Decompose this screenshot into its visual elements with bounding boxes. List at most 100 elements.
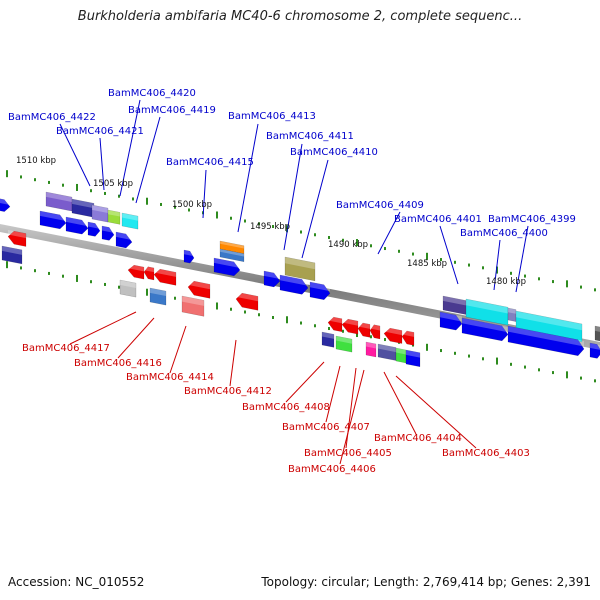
gene-feature [369,324,381,340]
leader-line [493,239,501,291]
gc-dot [314,324,316,328]
gene-feature [39,210,67,230]
gc-dot [62,183,64,187]
gc-dot [552,371,554,375]
gene-label-top: BamMC406_4420 [108,88,196,99]
gc-dot [482,357,484,361]
leader-line [119,99,141,197]
leader-line [135,116,161,204]
gene-label-bottom: BamMC406_4405 [304,448,392,459]
gc-dot [104,191,106,195]
gene-feature [0,198,11,212]
gene-feature [91,204,109,223]
gene-feature [119,279,137,298]
gc-dot [216,302,218,310]
gc-dot [244,219,246,223]
gene-label-top: BamMC406_4411 [266,131,354,142]
gene-highlight [443,296,467,306]
gene-highlight [220,249,244,257]
gene-highlight [188,280,210,290]
leader-line [339,369,365,465]
leader-line [515,225,529,293]
gene-feature [187,280,211,299]
gc-dot [132,197,134,201]
gc-dot [104,282,106,286]
gene-highlight [8,230,26,239]
tick-label: 1510 kbp [16,156,56,166]
gene-highlight [384,327,402,336]
gc-dot [328,236,330,240]
gene-highlight [150,288,166,297]
gene-feature [115,231,133,249]
gc-dot [496,357,498,365]
gc-dot [118,194,120,198]
gene-highlight [46,192,72,203]
gene-feature [284,256,316,282]
gene-label-top: BamMC406_4421 [56,126,144,137]
gc-dot [328,327,330,331]
gene-feature [405,349,421,368]
gene-highlight [214,258,240,269]
gene-highlight [328,316,342,324]
gc-dot [552,280,554,284]
leader-line [237,123,259,233]
gene-highlight [366,342,376,349]
gc-dot [524,365,526,369]
gc-dot [62,274,64,278]
gene-highlight [280,275,308,286]
gc-dot [384,247,386,251]
gene-feature [149,287,167,306]
gene-highlight [358,322,370,329]
gene-highlight [154,268,176,277]
gc-dot [286,225,288,233]
gene-highlight [116,232,132,241]
gene-feature [101,225,115,241]
gc-dot [90,189,92,193]
gene-highlight [220,241,244,249]
gc-dot [286,316,288,324]
gene-label-bottom: BamMC406_4416 [74,358,162,369]
gc-dot [20,266,22,270]
gene-highlight [402,330,414,337]
gc-dot [482,266,484,270]
leader-line [169,325,187,374]
gc-dot [314,233,316,237]
gc-dot [398,249,400,253]
gene-highlight [370,324,380,331]
gene-feature [357,322,371,338]
gc-dot [384,338,386,342]
gene-feature [183,249,195,264]
gene-label-top: BamMC406_4419 [128,105,216,116]
gene-highlight [144,266,154,273]
gc-dot [146,288,148,296]
gene-label-top: BamMC406_4410 [290,147,378,158]
gc-dot [230,307,232,311]
gene-feature [507,325,585,357]
gc-dot [496,266,498,274]
tick-label: 1480 kbp [486,277,526,287]
tick-label: 1485 kbp [407,259,447,269]
gc-dot [6,170,8,178]
gc-dot [538,277,540,281]
gene-label-top: BamMC406_4399 [488,214,576,225]
gene-label-top: BamMC406_4422 [8,112,96,123]
gc-dot [174,296,176,300]
gc-dot [20,175,22,179]
gene-feature [213,257,241,277]
gene-highlight [40,211,66,222]
gc-dot [468,354,470,358]
gc-dot [426,252,428,260]
gene-highlight [184,250,194,257]
gene-feature [65,216,89,235]
gene-highlight [72,199,94,209]
leader-line [301,159,329,259]
gene-highlight [508,326,584,347]
gc-dot [188,208,190,212]
gc-dot [76,274,78,282]
leader-line [117,317,155,359]
gene-feature [327,316,343,333]
gene-highlight [92,205,108,214]
gc-dot [440,258,442,262]
leader-line [283,143,303,251]
gc-dot [118,285,120,289]
